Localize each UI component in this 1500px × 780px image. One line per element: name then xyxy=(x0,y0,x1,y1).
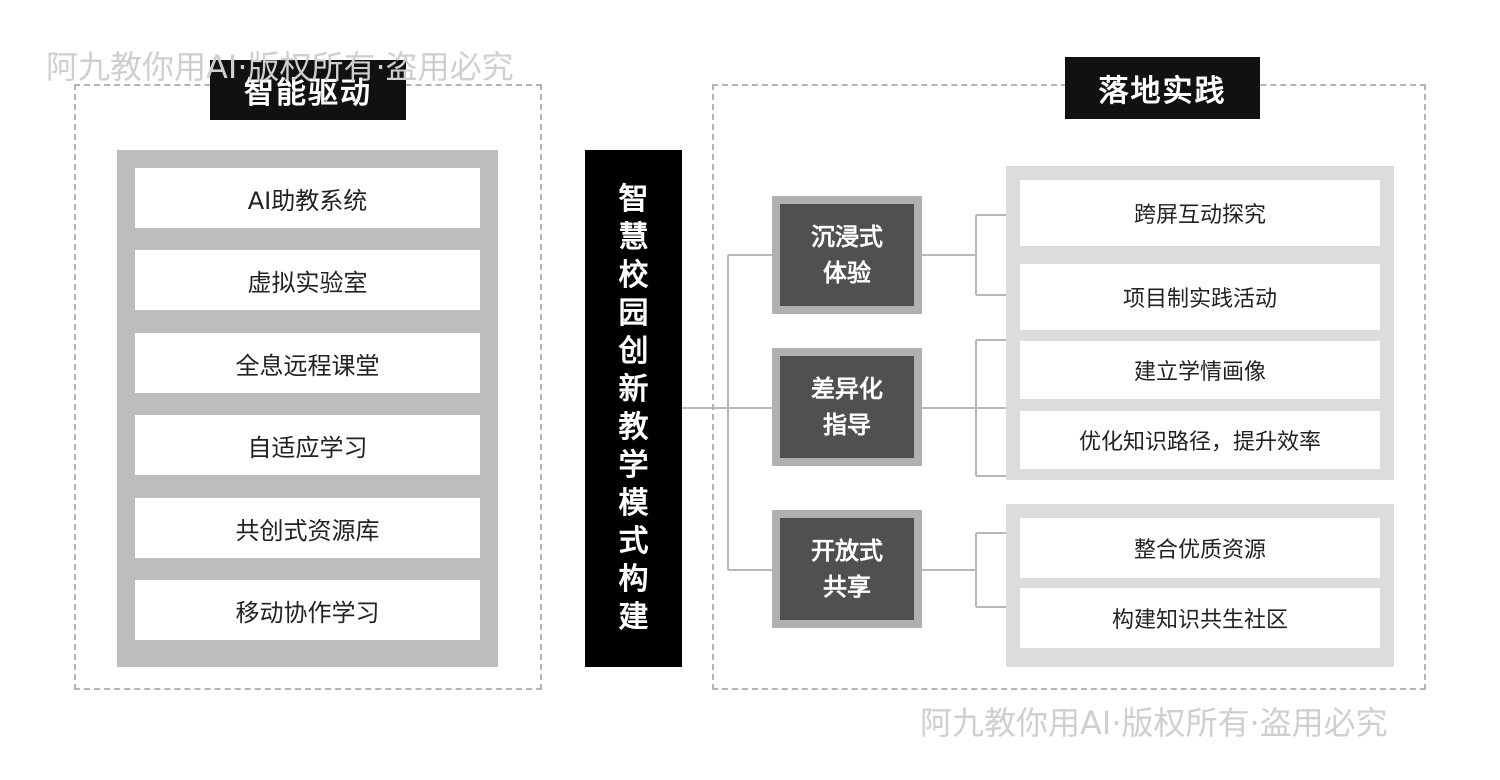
left-panel-title: 智能驱动 xyxy=(210,60,406,120)
group-item: 整合优质资源 xyxy=(1020,518,1380,578)
group-item: 优化知识路径，提升效率 xyxy=(1020,411,1380,469)
center-title-char: 构 xyxy=(618,561,649,597)
center-title-char: 创 xyxy=(618,333,649,369)
category-box-open: 开放式 共享 xyxy=(772,510,922,628)
category-box-immersive: 沉浸式 体验 xyxy=(772,196,922,314)
left-item: 移动协作学习 xyxy=(135,580,480,640)
category-box-differentiated: 差异化 指导 xyxy=(772,348,922,466)
group-1-frame: 跨屏互动探究 项目制实践活动 xyxy=(1006,166,1394,330)
category-label: 差异化 指导 xyxy=(780,356,914,458)
group-2-frame: 建立学情画像 优化知识路径，提升效率 xyxy=(1006,330,1394,480)
category-label: 沉浸式 体验 xyxy=(780,204,914,306)
center-title-char: 新 xyxy=(618,371,649,407)
left-item: AI助教系统 xyxy=(135,168,480,228)
watermark-top: 阿九教你用AI·版权所有·盗用必究 xyxy=(46,48,514,86)
center-title-char: 园 xyxy=(618,295,649,331)
group-3-frame: 整合优质资源 构建知识共生社区 xyxy=(1006,504,1394,667)
right-panel-title: 落地实践 xyxy=(1065,57,1260,119)
center-title-char: 慧 xyxy=(618,219,649,255)
center-title-char: 学 xyxy=(618,447,649,483)
center-title-char: 建 xyxy=(618,599,649,635)
group-item: 项目制实践活动 xyxy=(1020,264,1380,330)
center-title-char: 模 xyxy=(618,485,649,521)
center-title-char: 式 xyxy=(618,523,649,559)
left-item: 虚拟实验室 xyxy=(135,250,480,310)
center-title-char: 校 xyxy=(618,257,649,293)
center-title-char: 教 xyxy=(618,409,649,445)
left-item: 自适应学习 xyxy=(135,415,480,475)
group-item: 构建知识共生社区 xyxy=(1020,588,1380,648)
category-label: 开放式 共享 xyxy=(780,518,914,620)
left-item: 共创式资源库 xyxy=(135,498,480,558)
center-title-bar: 智慧校园创新教学模式构建 xyxy=(585,150,682,667)
left-items-frame: AI助教系统 虚拟实验室 全息远程课堂 自适应学习 共创式资源库 移动协作学习 xyxy=(117,150,498,667)
group-item: 建立学情画像 xyxy=(1020,341,1380,399)
center-title-char: 智 xyxy=(618,181,649,217)
watermark-bottom: 阿九教你用AI·版权所有·盗用必究 xyxy=(920,704,1388,742)
left-item: 全息远程课堂 xyxy=(135,333,480,393)
group-item: 跨屏互动探究 xyxy=(1020,180,1380,246)
